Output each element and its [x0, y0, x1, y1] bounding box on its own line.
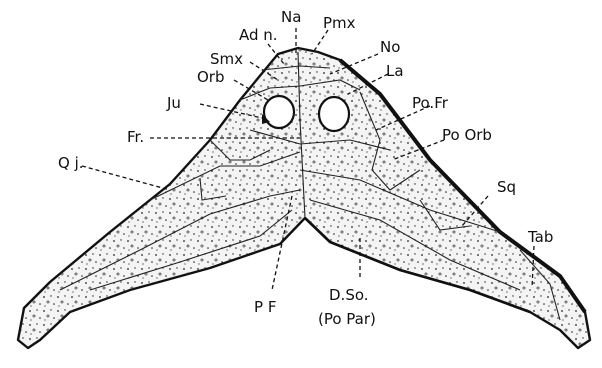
- label-adn: Ad n.: [239, 26, 278, 44]
- right-orbit: [319, 97, 349, 131]
- label-pofr: Po.Fr: [412, 94, 449, 112]
- label-dso: D.So.: [329, 286, 369, 304]
- label-pf: P F: [254, 298, 276, 316]
- label-orb: Orb: [197, 68, 225, 86]
- label-ju: Ju: [166, 94, 181, 112]
- label-fr: Fr.: [127, 128, 144, 146]
- label-poorb: Po Orb: [442, 126, 492, 144]
- label-na: Na: [281, 8, 301, 26]
- label-popar: (Po Par): [318, 310, 376, 328]
- label-qj: Q j.: [58, 154, 84, 172]
- label-pmx: Pmx: [323, 14, 356, 32]
- label-sq: Sq: [497, 178, 516, 196]
- label-la: La: [386, 62, 404, 80]
- leader-pmx: [312, 30, 328, 54]
- label-tab: Tab: [527, 228, 553, 246]
- label-smx: Smx: [210, 50, 243, 68]
- leader-qj: [82, 166, 170, 190]
- label-no: No: [380, 38, 400, 56]
- left-orbit: [264, 96, 294, 128]
